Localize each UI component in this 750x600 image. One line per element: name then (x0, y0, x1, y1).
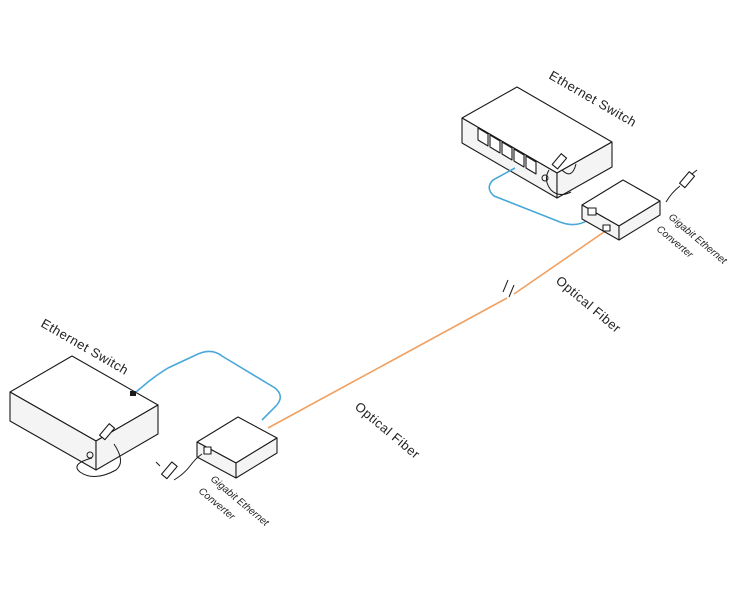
fiber-left-label: Optical Fiber (352, 399, 423, 462)
fiber-break-icon (502, 279, 515, 298)
power-plug-icon (155, 453, 203, 481)
power-plug-icon (665, 169, 698, 203)
switch-ports (477, 127, 537, 175)
ethernet-switch-top (461, 86, 613, 199)
power-socket-icon (541, 174, 549, 182)
converter-port (203, 446, 212, 455)
power-socket-icon (86, 451, 94, 459)
optical-fiber-cable (267, 231, 605, 429)
fiber-right-label: Optical Fiber (553, 273, 624, 336)
ethernet-switch-bottom (9, 355, 159, 477)
power-plug-icon (545, 153, 577, 196)
converter-fiber-port (602, 224, 611, 232)
gigabit-converter-bottom (196, 416, 278, 479)
gigabit-converter-top (581, 179, 661, 241)
power-plug-icon (76, 423, 121, 477)
ethernet-cable-bottom (135, 350, 282, 421)
ethernet-cable-top (488, 167, 589, 226)
switch-port-indicator (130, 391, 136, 396)
converter-port (587, 207, 597, 216)
